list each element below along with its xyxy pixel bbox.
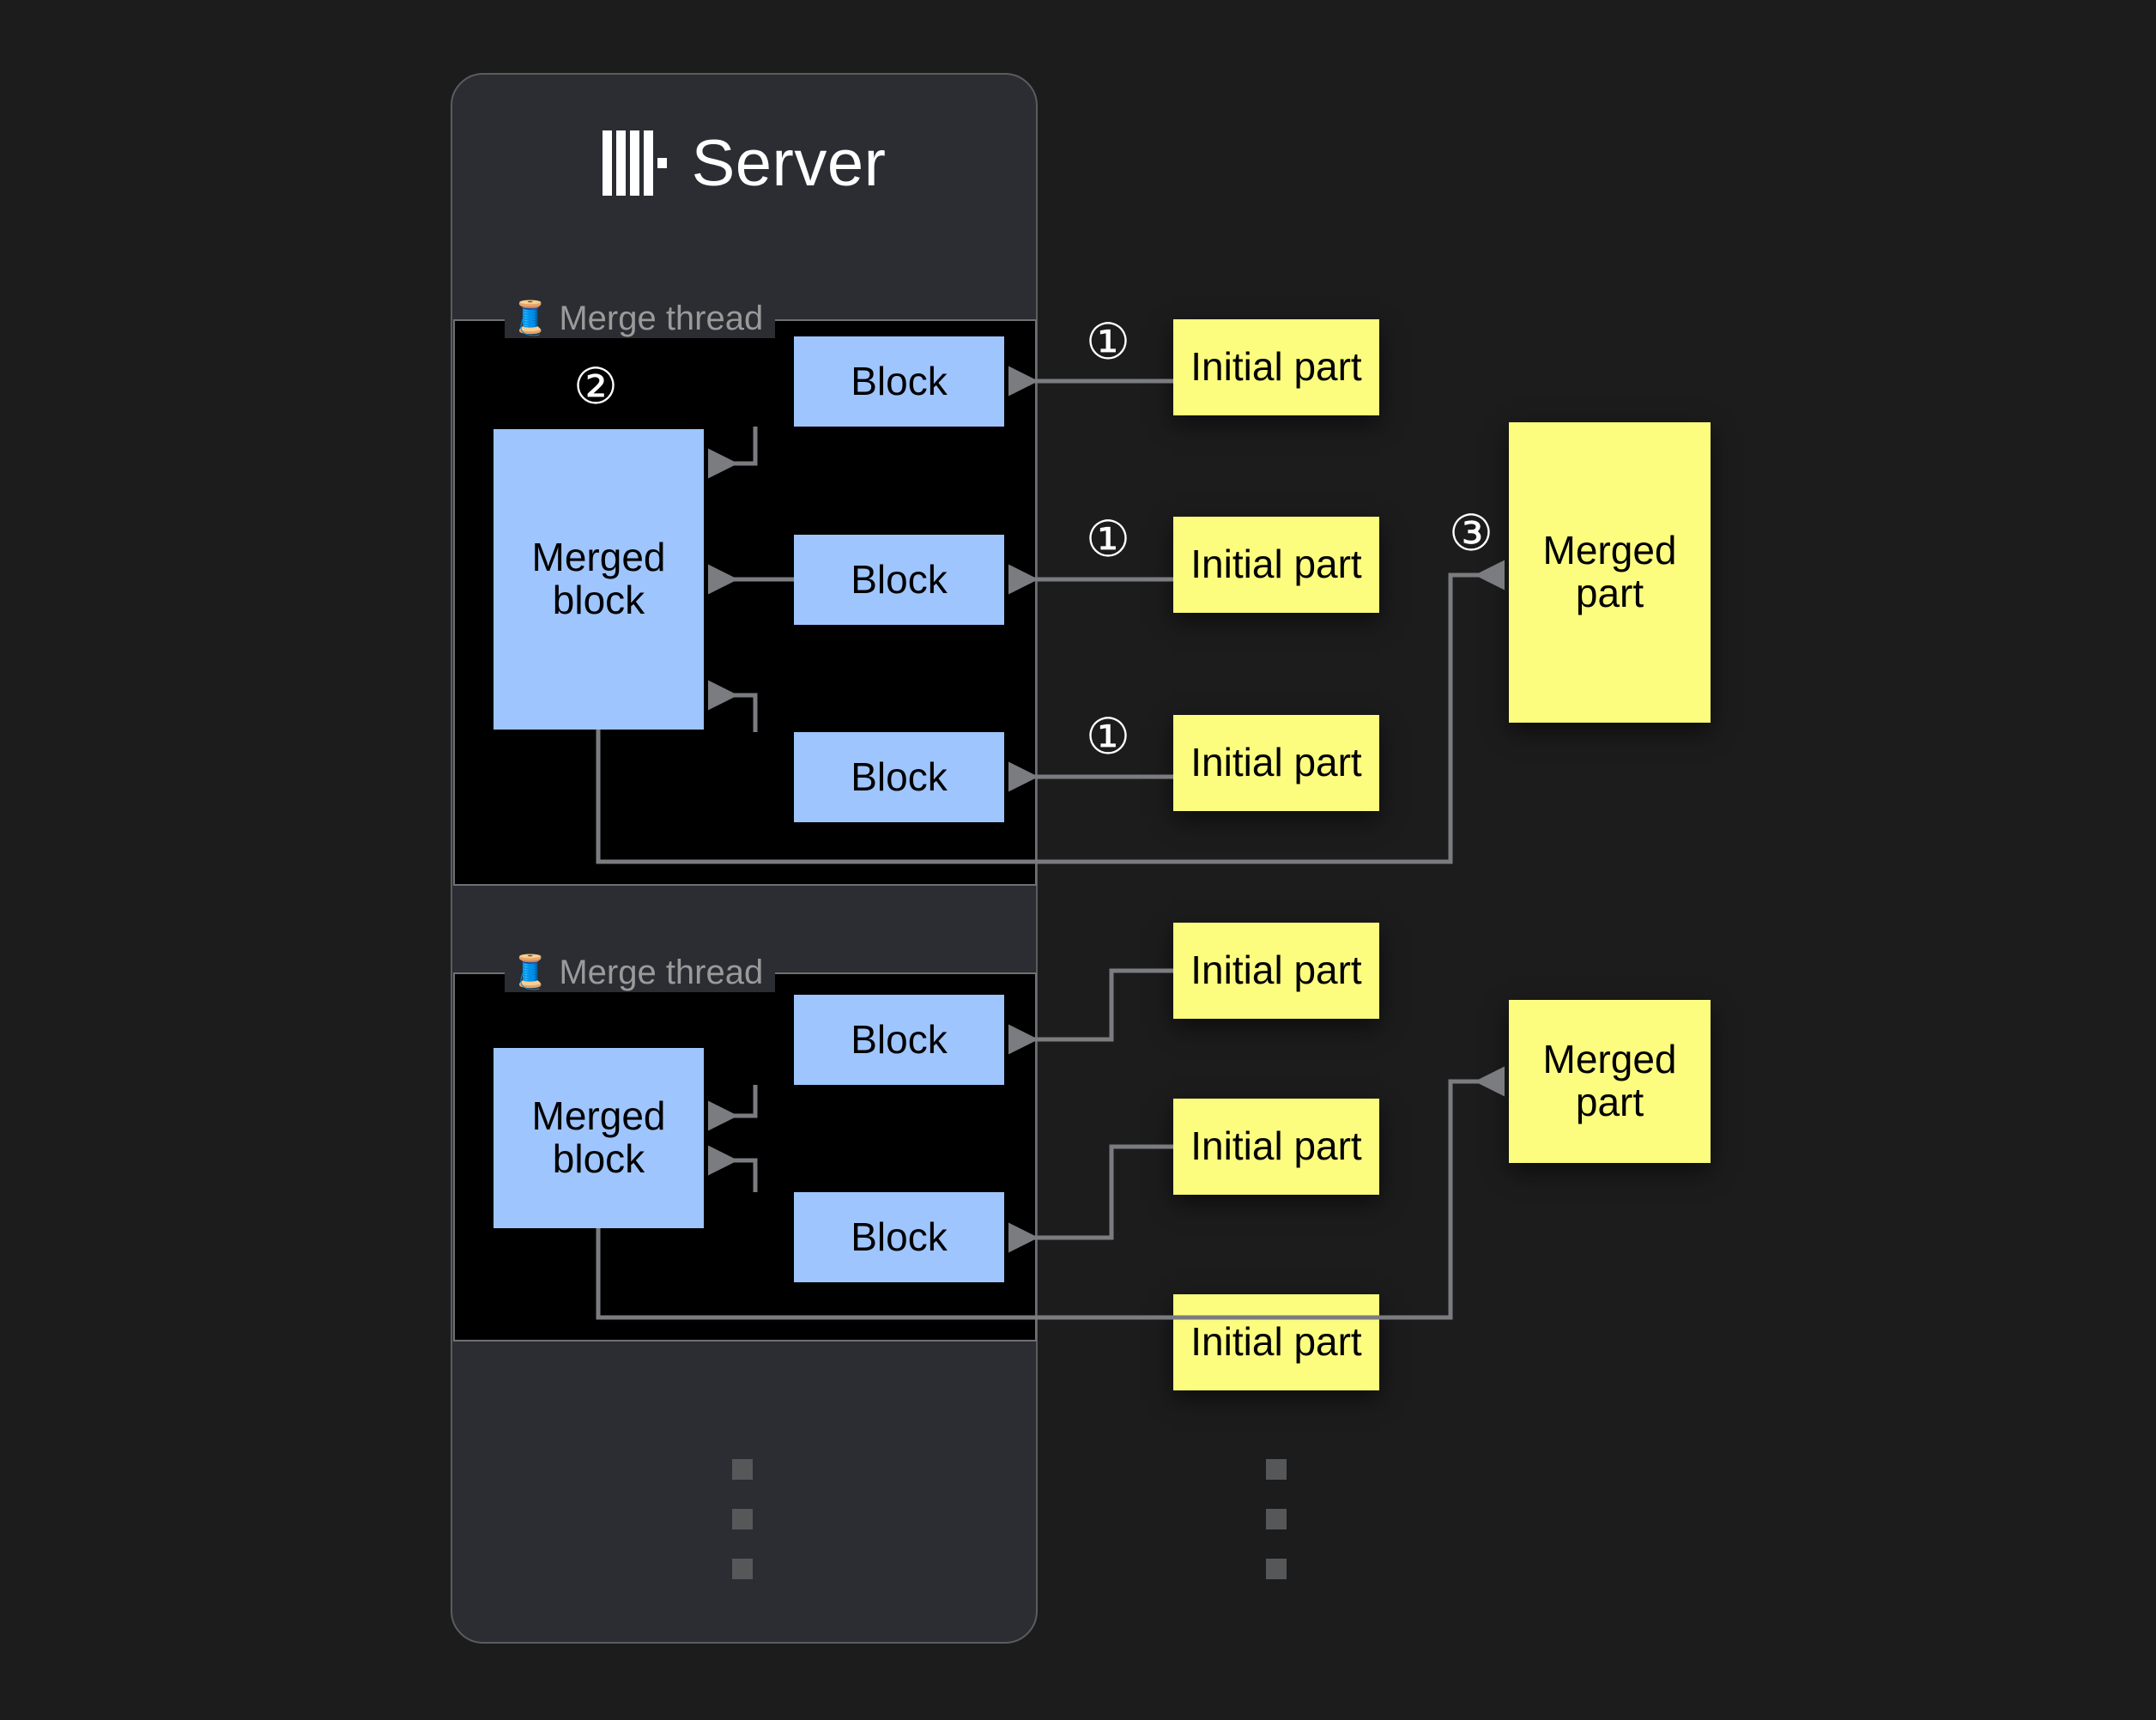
thread-spool-icon: 🧵 [510, 300, 551, 336]
initial-part-1: Initial part [1173, 319, 1379, 415]
step-marker-read-1: ① [1086, 314, 1130, 370]
merged-block-1: Merged block [494, 429, 704, 730]
initial-part-4: Initial part [1173, 923, 1379, 1019]
thread-spool-icon: 🧵 [510, 954, 551, 990]
ellipsis-dot [1266, 1559, 1287, 1579]
server-title: Server [451, 116, 1038, 210]
initial-part-5: Initial part [1173, 1099, 1379, 1195]
merge-thread-label-2: 🧵 Merge thread [505, 953, 776, 992]
parts-ellipsis [1266, 1459, 1287, 1608]
block-2b: Block [794, 1192, 1004, 1282]
step-marker-read-2: ① [1086, 512, 1130, 567]
merged-part-2: Merged part [1509, 1000, 1711, 1163]
initial-part-3: Initial part [1173, 715, 1379, 811]
merge-thread-label-1: 🧵 Merge thread [505, 299, 776, 338]
block-1a: Block [794, 336, 1004, 427]
ellipsis-dot [732, 1459, 753, 1480]
step-marker-write: ③ [1449, 506, 1493, 561]
ellipsis-dot [732, 1559, 753, 1579]
ellipsis-dot [732, 1509, 753, 1529]
merged-part-1: Merged part [1509, 422, 1711, 723]
server-ellipsis [732, 1459, 753, 1608]
step-marker-read-3: ① [1086, 709, 1130, 765]
initial-part-2: Initial part [1173, 517, 1379, 613]
block-1c: Block [794, 732, 1004, 822]
clickhouse-logo-icon [602, 130, 667, 196]
merge-thread-label-text: Merge thread [559, 954, 764, 991]
merge-thread-label-text: Merge thread [559, 300, 764, 337]
merged-block-2: Merged block [494, 1048, 704, 1228]
ellipsis-dot [1266, 1459, 1287, 1480]
server-title-label: Server [691, 126, 887, 200]
initial-part-6: Initial part [1173, 1294, 1379, 1390]
block-1b: Block [794, 535, 1004, 625]
step-marker-merge: ② [573, 359, 618, 415]
ellipsis-dot [1266, 1509, 1287, 1529]
block-2a: Block [794, 995, 1004, 1085]
